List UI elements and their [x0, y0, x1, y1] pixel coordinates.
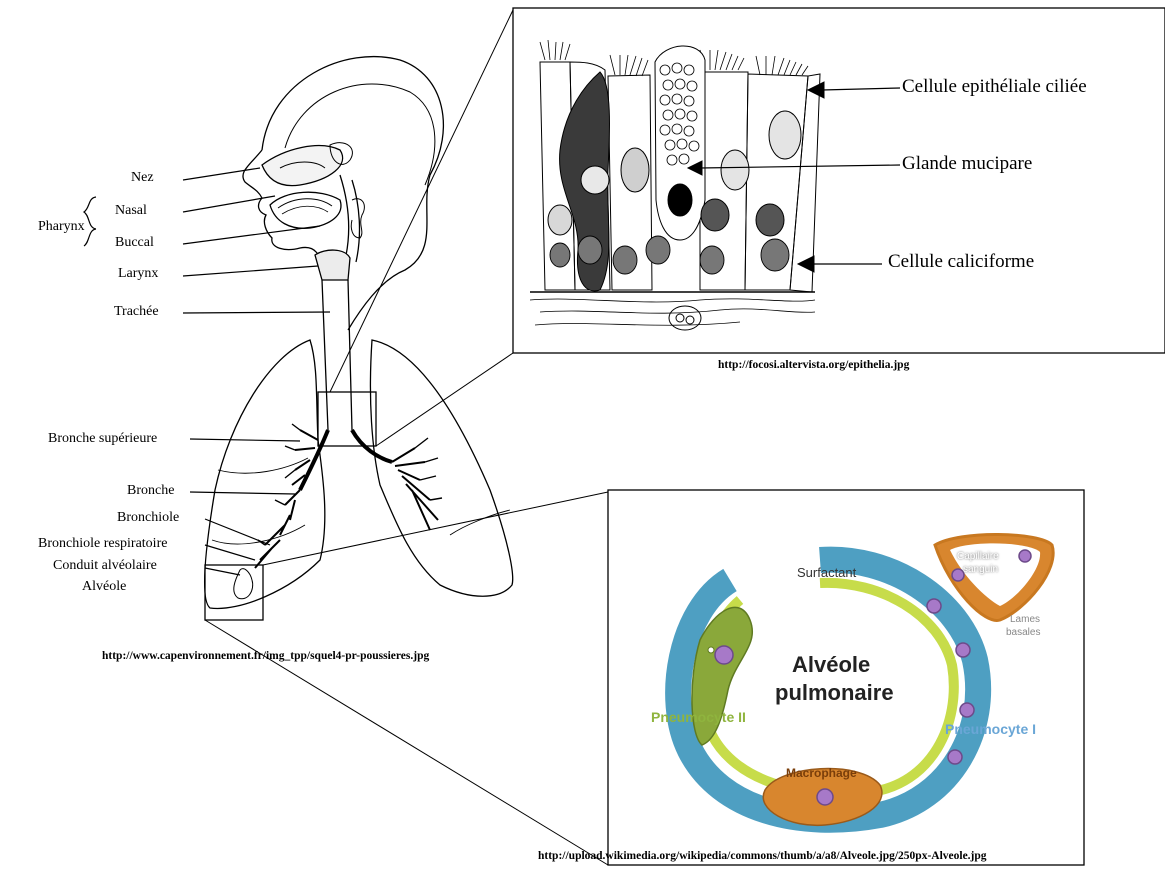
label-buccal: Buccal	[115, 235, 154, 251]
label-bronche-superieure: Bronche supérieure	[48, 431, 157, 447]
label-pneumocyte-ii: Pneumocyte II	[651, 709, 746, 725]
label-surfactant: Surfactant	[797, 565, 856, 580]
label-larynx: Larynx	[118, 266, 158, 282]
alveole-title-line2: pulmonaire	[775, 680, 894, 706]
label-capillaire-1: Capillaire	[957, 551, 999, 562]
main-bronchi	[300, 430, 392, 490]
label-cellule-ciliee: Cellule epithéliale ciliée	[902, 76, 1087, 98]
label-capillaire-2: sanguin	[963, 564, 998, 575]
label-nez: Nez	[131, 170, 154, 186]
label-bronche: Bronche	[127, 483, 174, 499]
label-nasal: Nasal	[115, 203, 147, 219]
label-pharynx: Pharynx	[38, 219, 85, 235]
source-epithelia: http://focosi.altervista.org/epithelia.j…	[718, 359, 909, 371]
label-bronchiole-respiratoire: Bronchiole respiratoire	[38, 536, 167, 552]
source-alveole: http://upload.wikimedia.org/wikipedia/co…	[538, 850, 987, 862]
right-bronchial-tree	[255, 424, 318, 568]
label-alveole: Alvéole	[82, 579, 126, 595]
label-conduit-alveolaire: Conduit alvéolaire	[53, 558, 157, 574]
label-trachee: Trachée	[114, 304, 159, 320]
head-outline	[262, 57, 443, 330]
label-pneumocyte-i: Pneumocyte I	[945, 721, 1036, 737]
larynx-shape	[315, 250, 350, 280]
label-lames-2: basales	[1006, 627, 1040, 638]
source-skeleton: http://www.capenvironnement.fr/img_tpp/s…	[102, 650, 429, 662]
label-lames-1: Lames	[1010, 614, 1040, 625]
oral-cavity	[270, 192, 341, 228]
alveole-title-line1: Alvéole	[792, 652, 870, 678]
left-lung	[370, 340, 512, 596]
alveolar-cluster	[234, 569, 253, 599]
label-cellule-caliciforme: Cellule caliciforme	[888, 251, 1034, 273]
epithelium-illustration	[530, 40, 900, 330]
label-bronchiole: Bronchiole	[117, 510, 179, 526]
label-macrophage: Macrophage	[786, 766, 857, 780]
left-bronchial-tree	[392, 438, 442, 530]
label-glande-mucipare: Glande mucipare	[902, 153, 1032, 175]
